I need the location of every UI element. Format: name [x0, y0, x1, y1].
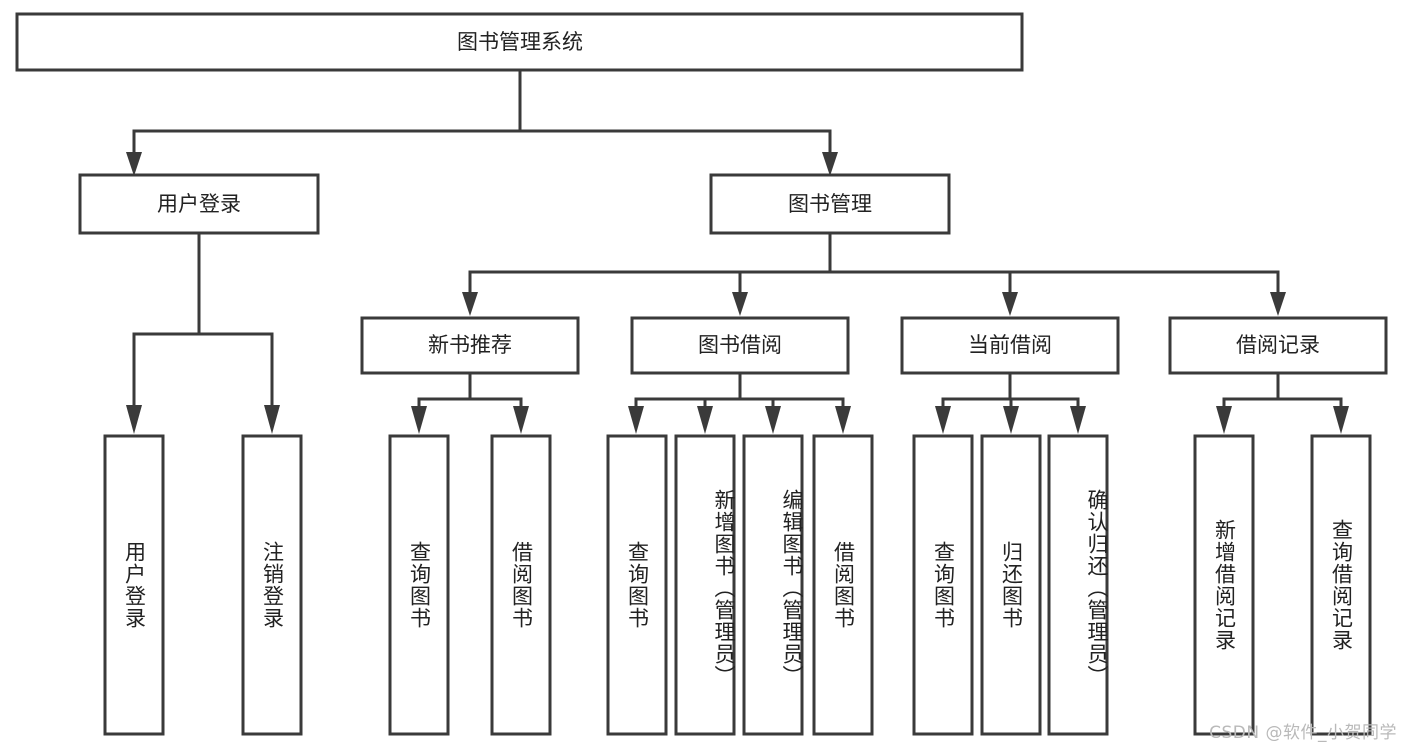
node-book-management[interactable]: 图书管理 — [709, 173, 951, 235]
arrow-to-leaf-8 — [835, 406, 851, 434]
arrow-to-l2-2 — [822, 152, 838, 176]
leaf-box-add-borrow-record[interactable] — [1193, 434, 1255, 736]
leaf-box-query-books-current[interactable] — [912, 434, 974, 736]
node-user-login[interactable]: 用户登录 — [78, 173, 320, 235]
node-new-book-recommend-label: 新书推荐 — [428, 333, 512, 357]
leaf-box-edit-book-admin[interactable] — [742, 434, 804, 736]
arrow-to-leaf-11 — [1070, 406, 1086, 434]
arrow-to-leaf-9 — [935, 406, 951, 434]
arrow-to-leaf-5 — [628, 406, 644, 434]
arrow-to-leaf-13 — [1333, 406, 1349, 434]
arrow-to-leaf-10 — [1003, 406, 1019, 434]
arrow-to-leaf-12 — [1216, 406, 1232, 434]
node-root-box[interactable] — [15, 12, 1024, 72]
node-borrow-record-box[interactable] — [1168, 316, 1388, 375]
leaf-box-borrow-books-recommend[interactable] — [490, 434, 552, 736]
node-root-label: 图书管理系统 — [457, 30, 583, 54]
node-current-borrow[interactable]: 当前借阅 — [900, 316, 1120, 375]
node-new-book-recommend-box[interactable] — [360, 316, 580, 375]
node-borrow-record-label: 借阅记录 — [1236, 333, 1320, 357]
node-new-book-recommend[interactable]: 新书推荐 — [360, 316, 580, 375]
node-root[interactable]: 图书管理系统 — [15, 12, 1024, 72]
arrow-to-l3-2 — [732, 292, 748, 316]
csdn-watermark: CSDN @软件_小贺同学 — [1209, 723, 1397, 743]
arrow-to-l2-1 — [126, 152, 142, 176]
leaf-box-query-borrow-record[interactable] — [1310, 434, 1372, 736]
node-user-login-label: 用户登录 — [157, 192, 241, 216]
arrow-to-l3-1 — [462, 292, 478, 316]
leaf-box-query-books-borrow[interactable] — [606, 434, 668, 736]
leaf-box-confirm-return-admin[interactable] — [1047, 434, 1109, 736]
node-book-borrow-box[interactable] — [630, 316, 850, 375]
node-book-borrow[interactable]: 图书借阅 — [630, 316, 850, 375]
arrow-to-l3-3 — [1002, 292, 1018, 316]
arrowhead-layer — [126, 152, 1349, 434]
leaf-box-logout[interactable] — [241, 434, 303, 736]
arrow-to-leaf-7 — [765, 406, 781, 434]
arrow-to-leaf-4 — [513, 406, 529, 434]
leaf-box-return-book[interactable] — [980, 434, 1042, 736]
leaf-box-add-book-admin[interactable] — [674, 434, 736, 736]
node-user-login-box[interactable] — [78, 173, 320, 235]
arrow-to-leaf-2 — [264, 405, 280, 434]
arrow-to-leaf-3 — [411, 406, 427, 434]
leaf-box-query-books-recommend[interactable] — [388, 434, 450, 736]
node-book-management-box[interactable] — [709, 173, 951, 235]
leaf-box-user-login[interactable] — [103, 434, 165, 736]
arrow-to-leaf-6 — [697, 406, 713, 434]
leaf-box-borrow-book[interactable] — [812, 434, 874, 736]
arrow-to-leaf-1 — [126, 405, 142, 434]
node-current-borrow-label: 当前借阅 — [968, 333, 1052, 357]
node-book-borrow-label: 图书借阅 — [698, 333, 782, 357]
node-layer: 图书管理系统 用户登录 图书管理 新书推荐 图书借阅 当前 — [15, 12, 1388, 736]
node-book-management-label: 图书管理 — [788, 192, 872, 216]
arrow-to-l3-4 — [1270, 292, 1286, 316]
node-borrow-record[interactable]: 借阅记录 — [1168, 316, 1388, 375]
node-current-borrow-box[interactable] — [900, 316, 1120, 375]
